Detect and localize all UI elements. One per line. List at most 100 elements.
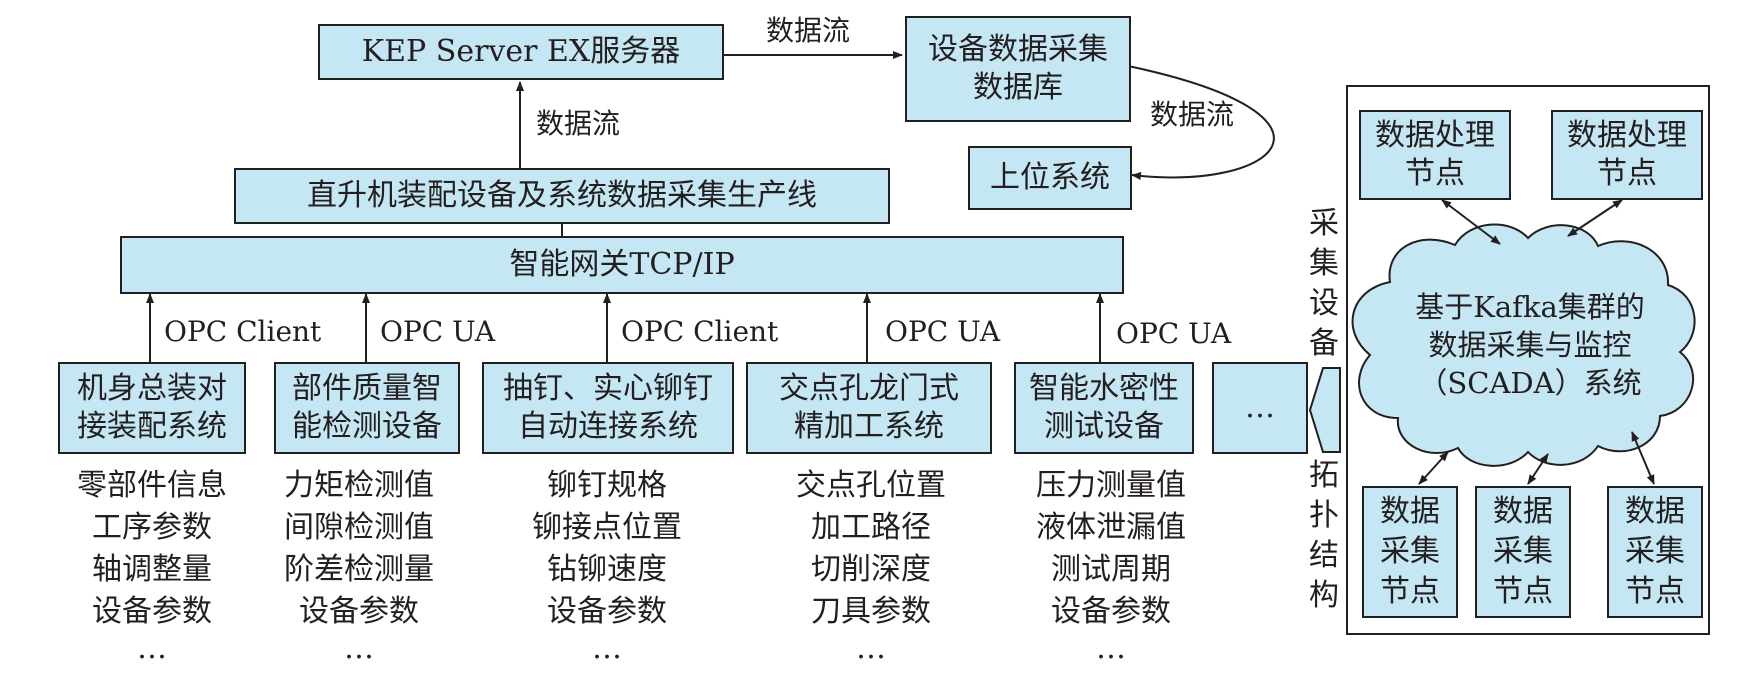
param-item: 设备参数: [1051, 594, 1171, 629]
dataflow-mid-label: 数据流: [536, 107, 621, 140]
param-item: 切削深度: [811, 552, 931, 587]
collection-node-3-line2: 采集: [1625, 534, 1685, 569]
param-item: …: [592, 631, 622, 666]
params-col-1: 零部件信息 工序参数 轴调整量 设备参数 …: [37, 465, 267, 665]
device-box-1: 机身总装对 接装配系统: [58, 362, 246, 454]
param-item: 压力测量值: [1036, 468, 1186, 503]
device-3-line2: 自动连接系统: [518, 409, 698, 444]
collection-node-2: 数据 采集 节点: [1475, 486, 1571, 618]
param-item: …: [137, 631, 167, 666]
protocol-label-5: OPC UA: [1116, 317, 1232, 350]
param-item: 设备参数: [92, 594, 212, 629]
device-2-line2: 能检测设备: [292, 409, 442, 444]
param-item: 测试周期: [1051, 552, 1171, 587]
collection-node-2-line2: 采集: [1493, 534, 1553, 569]
arrow-proc2-cloud: [1567, 199, 1623, 237]
device-box-3: 抽钉、实心铆钉 自动连接系统: [482, 362, 734, 454]
param-item: 设备参数: [547, 594, 667, 629]
param-item: 钻铆速度: [547, 552, 667, 587]
upper-system-label: 上位系统: [990, 159, 1110, 195]
params-col-2: 力矩检测值 间隙检测值 阶差检测量 设备参数 …: [244, 465, 474, 665]
device-5-line2: 测试设备: [1044, 409, 1164, 444]
param-item: 间隙检测值: [284, 510, 434, 545]
processing-node-1-line1: 数据处理: [1375, 117, 1495, 153]
gateway-label: 智能网关TCP/IP: [509, 246, 735, 282]
device-1-line1: 机身总装对: [77, 370, 227, 406]
vertical-char: 采: [1309, 206, 1339, 241]
equipment-db-line1: 设备数据采集: [928, 31, 1108, 67]
processing-node-2: 数据处理 节点: [1551, 110, 1703, 200]
vertical-label-topology: 拓 扑 结 构: [1306, 456, 1342, 616]
arrow-db-to-upper: [1127, 65, 1275, 180]
chevron-left-icon: [1308, 367, 1341, 453]
protocol-label-1: OPC Client: [164, 315, 322, 348]
collection-node-3-line1: 数据: [1625, 494, 1685, 529]
param-item: 液体泄漏值: [1036, 510, 1186, 545]
more-device-label: …: [1245, 389, 1275, 425]
dataflow-right-label: 数据流: [1150, 98, 1235, 131]
collection-node-1-line2: 采集: [1380, 534, 1440, 569]
device-box-2: 部件质量智 能检测设备: [274, 362, 460, 454]
param-item: …: [1096, 631, 1126, 666]
param-item: 力矩检测值: [284, 468, 434, 503]
protocol-label-2: OPC UA: [380, 315, 496, 348]
device-4-line2: 精加工系统: [794, 409, 944, 444]
collection-node-3: 数据 采集 节点: [1607, 486, 1703, 618]
collection-node-1-line1: 数据: [1380, 494, 1440, 529]
more-device-box: …: [1212, 362, 1308, 454]
dataflow-top-label: 数据流: [766, 14, 851, 47]
param-item: 刀具参数: [811, 594, 931, 629]
equipment-db-line2: 数据库: [973, 70, 1063, 105]
params-col-4: 交点孔位置 加工路径 切削深度 刀具参数 …: [756, 465, 986, 665]
param-item: 设备参数: [299, 594, 419, 629]
device-2-line1: 部件质量智: [292, 370, 442, 406]
param-item: 阶差检测量: [284, 552, 434, 587]
param-item: 加工路径: [811, 510, 931, 545]
params-col-3: 铆钉规格 铆接点位置 钻铆速度 设备参数 …: [492, 465, 722, 665]
cloud-line3: （SCADA）系统: [1418, 366, 1642, 400]
vertical-label-collection-device: 采 集 设 备: [1306, 204, 1342, 364]
processing-node-1-line2: 节点: [1405, 156, 1465, 191]
collection-node-1-line3: 节点: [1380, 574, 1440, 609]
param-item: …: [344, 631, 374, 666]
device-box-5: 智能水密性 测试设备: [1014, 362, 1194, 454]
params-col-5: 压力测量值 液体泄漏值 测试周期 设备参数 …: [996, 465, 1226, 665]
collection-node-2-line1: 数据: [1493, 494, 1553, 529]
gateway-box: 智能网关TCP/IP: [120, 236, 1124, 294]
param-item: 轴调整量: [92, 552, 212, 587]
kep-server-box: KEP Server EX服务器: [318, 24, 724, 80]
device-box-4: 交点孔龙门式 精加工系统: [746, 362, 992, 454]
arrow-coll2-cloud: [1527, 453, 1549, 485]
vertical-char: 设: [1309, 286, 1339, 321]
production-line-box: 直升机装配设备及系统数据采集生产线: [234, 168, 890, 224]
cloud-label: 基于Kafka集群的 数据采集与监控 （SCADA）系统: [1380, 288, 1680, 402]
device-5-line1: 智能水密性: [1029, 370, 1179, 406]
processing-node-2-line1: 数据处理: [1567, 117, 1687, 153]
arrow-proc1-cloud: [1441, 199, 1501, 245]
device-1-line2: 接装配系统: [77, 409, 227, 444]
protocol-label-3: OPC Client: [621, 315, 779, 348]
cloud-line2: 数据采集与监控: [1428, 328, 1632, 362]
param-item: 工序参数: [92, 510, 212, 545]
device-3-line1: 抽钉、实心铆钉: [503, 370, 713, 406]
kep-server-label: KEP Server EX服务器: [361, 33, 681, 69]
arrow-coll1-cloud: [1418, 451, 1449, 485]
vertical-char: 备: [1309, 326, 1339, 361]
vertical-char: 拓: [1309, 458, 1339, 493]
param-item: …: [856, 631, 886, 666]
vertical-char: 扑: [1309, 498, 1339, 533]
upper-system-box: 上位系统: [968, 146, 1132, 210]
equipment-db-box: 设备数据采集 数据库: [905, 16, 1131, 122]
vertical-char: 结: [1309, 538, 1339, 573]
param-item: 铆接点位置: [532, 510, 682, 545]
processing-node-2-line2: 节点: [1597, 156, 1657, 191]
vertical-char: 构: [1309, 578, 1339, 613]
param-item: 交点孔位置: [796, 468, 946, 503]
param-item: 零部件信息: [77, 468, 227, 503]
vertical-char: 集: [1309, 246, 1339, 281]
device-4-line1: 交点孔龙门式: [779, 370, 959, 406]
protocol-label-4: OPC UA: [885, 315, 1001, 348]
production-line-label: 直升机装配设备及系统数据采集生产线: [307, 177, 817, 213]
collection-node-3-line3: 节点: [1625, 574, 1685, 609]
processing-node-1: 数据处理 节点: [1359, 110, 1511, 200]
